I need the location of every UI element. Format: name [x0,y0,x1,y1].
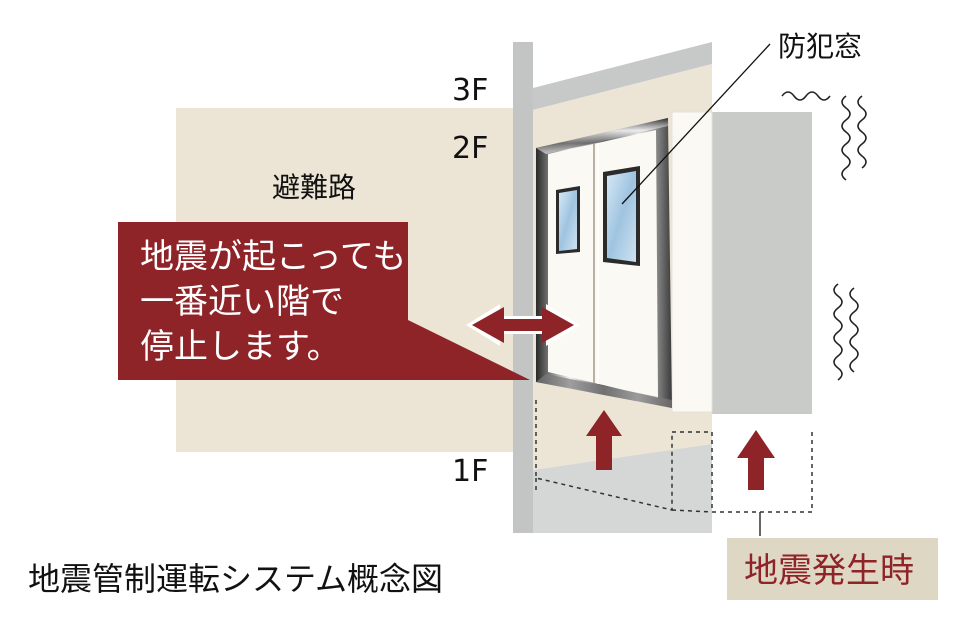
callout-line-3: 停止します。 [140,327,341,367]
shake-lines-icon [781,91,867,381]
floor-label-2f: 2F [452,131,488,166]
security-window-right [603,166,640,266]
floor-label-1f: 1F [452,454,488,489]
earthquake-badge-bg [727,538,938,600]
lower-slab [533,444,712,533]
door-panels [548,130,658,398]
window-leader-line [621,43,771,205]
evacuation-route-label: 避難路 [272,171,356,204]
security-window-left [556,186,580,254]
security-window-label: 防犯窓 [778,30,862,63]
callout-box [118,222,530,380]
double-arrow-icon [466,304,580,346]
callout-line-1: 地震が起こっても [140,237,406,277]
shaft-wall [513,42,533,533]
car-side [671,111,713,413]
upper-slab [533,42,712,110]
dashed-car-outline [535,400,813,513]
up-arrow-icon [586,410,622,470]
earthquake-badge-label: 地震発生時 [744,551,914,591]
side-block [712,112,812,414]
callout-line-2: 一番近い階で [140,282,344,322]
diagram-caption: 地震管制運転システム概念図 [28,560,443,598]
floor-label-3f: 3F [452,73,488,108]
up-arrow-icon [737,430,775,490]
